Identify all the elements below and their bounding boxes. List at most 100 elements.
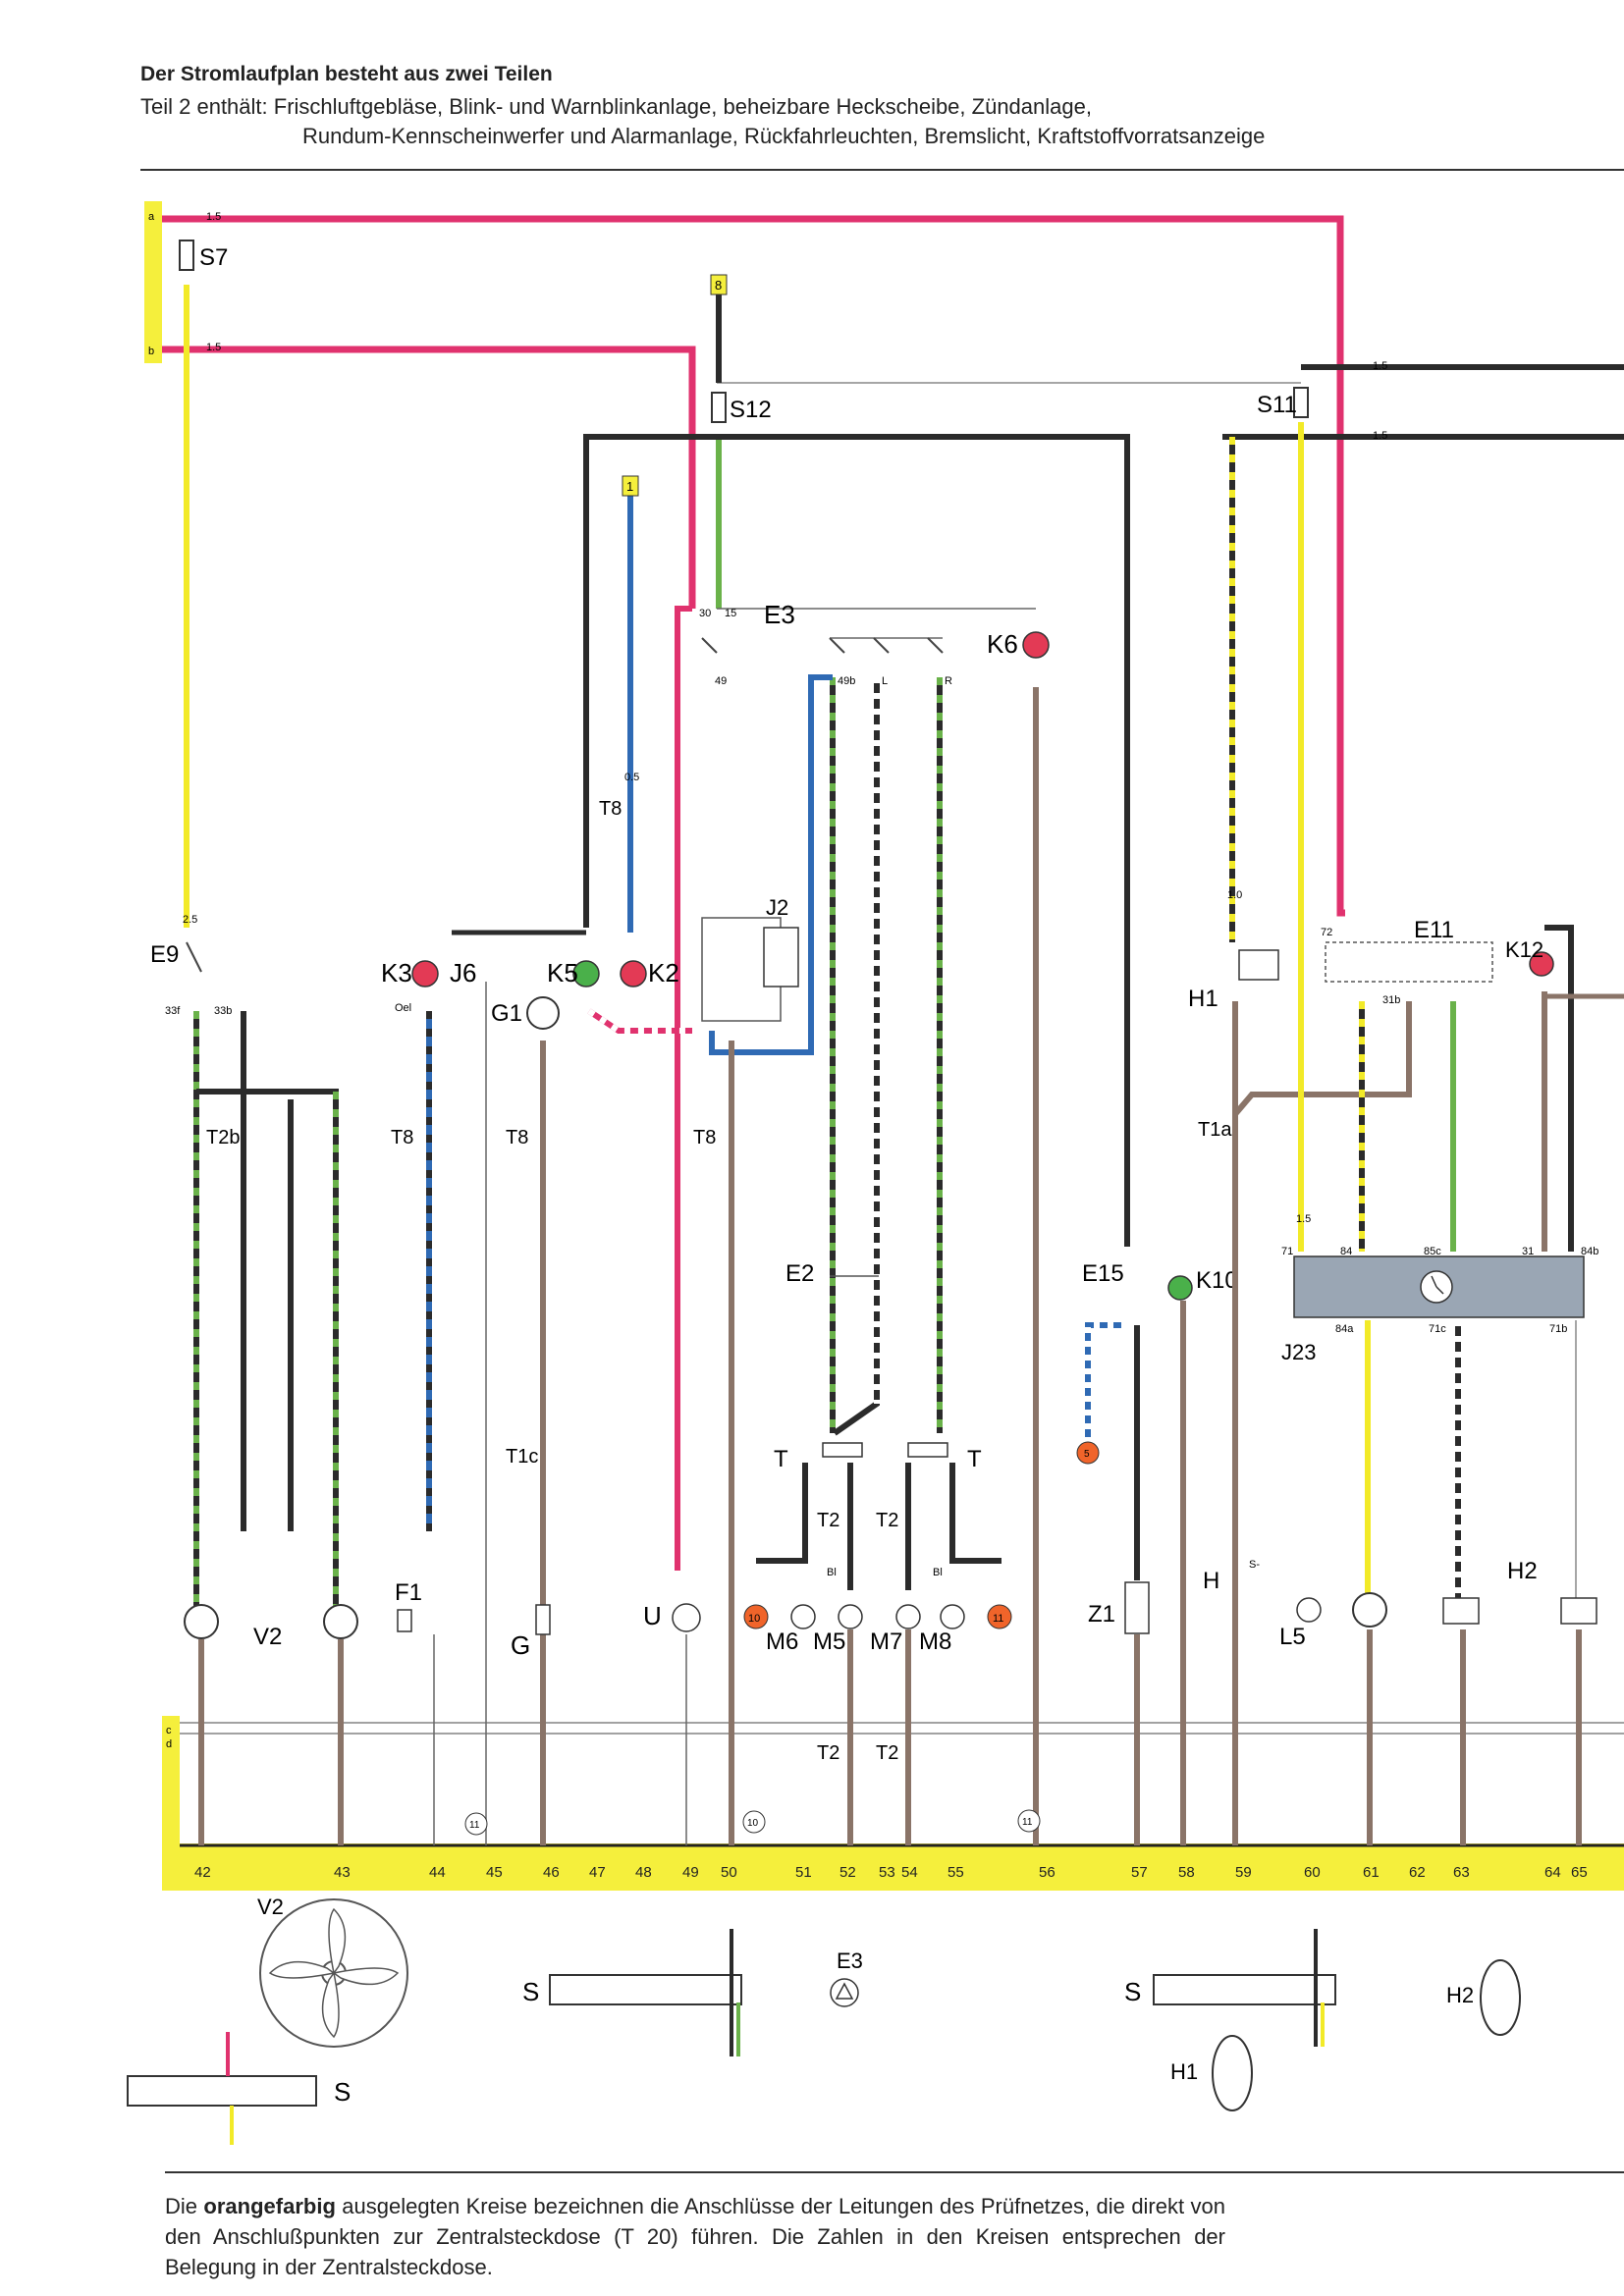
horn-h2-illustration <box>1480 1959 1521 2036</box>
header: Der Stromlaufplan besteht aus zwei Teile… <box>140 63 1515 151</box>
gnd-50: 50 <box>721 1864 737 1881</box>
j23-label: J23 <box>1281 1340 1316 1364</box>
s7-label: S7 <box>199 244 228 271</box>
gnd-52: 52 <box>839 1864 856 1881</box>
gnd-45: 45 <box>486 1864 503 1881</box>
black-wire-84b <box>1544 925 1574 1252</box>
lamp-m8 <box>940 1604 965 1629</box>
header-line-1: Teil 2 enthält: Frischluftgebläse, Blink… <box>140 94 1092 119</box>
black-green-wire-l <box>833 677 880 1436</box>
ground-numbers: 42 43 44 45 46 47 48 49 50 51 52 53 54 5… <box>194 1864 1588 1881</box>
test-point-11-label: 11 <box>993 1613 1003 1625</box>
fuse-s11 <box>1293 387 1309 418</box>
term-49b: 49b <box>838 675 855 687</box>
e3-switch-4 <box>927 637 944 654</box>
t2-label-a: T2 <box>817 1510 839 1531</box>
black-green-wire-v2-right <box>196 1089 339 1629</box>
j23-clock-hand-1 <box>1431 1275 1437 1288</box>
gnd-46: 46 <box>543 1864 560 1881</box>
wire-size-a: 1.5 <box>206 211 221 223</box>
e11-label: E11 <box>1414 917 1454 943</box>
wire-size-g: 1.0 <box>1227 889 1242 901</box>
red-wire-b <box>162 346 696 609</box>
blue-white-wire-e15 <box>1085 1322 1127 1453</box>
term-31: 31 <box>1522 1246 1534 1257</box>
l5-lamp <box>1296 1597 1322 1623</box>
s11-label: S11 <box>1257 392 1297 418</box>
term-71: 71 <box>1281 1246 1293 1257</box>
t1c-label: T1c <box>506 1446 538 1468</box>
term-33f: 33f <box>165 1005 181 1017</box>
g-label: G <box>511 1630 530 1660</box>
connector-strip-cd <box>162 1716 180 1843</box>
motor-v2-left <box>184 1604 219 1639</box>
red-white-wire-k5-stripe <box>587 1008 692 1034</box>
gnd-58: 58 <box>1178 1864 1195 1881</box>
bus-c-label: c <box>166 1725 172 1736</box>
wire-size-c: 1.5 <box>1373 360 1387 372</box>
term-31b: 31b <box>1382 994 1400 1006</box>
illus-v2-label: V2 <box>257 1895 284 1919</box>
h2-horn-left <box>1442 1597 1480 1625</box>
test-point-10-label: 10 <box>748 1613 760 1625</box>
k12-label: K12 <box>1505 937 1543 962</box>
term-72: 72 <box>1321 927 1332 938</box>
h1-horn-relay <box>1238 949 1279 981</box>
bus-d-label: d <box>166 1738 172 1750</box>
fan-blade-3 <box>321 1971 340 2039</box>
footer-bold: orangefarbig <box>203 2194 336 2218</box>
wire-size-e: 2.5 <box>183 914 197 926</box>
test-point-10 <box>743 1604 769 1629</box>
g1-gauge <box>526 996 560 1030</box>
warning-triangle-icon <box>835 1982 854 2000</box>
e3-switch-1 <box>701 637 718 654</box>
gnd-63: 63 <box>1453 1864 1470 1881</box>
box-8 <box>710 274 728 295</box>
term-l: L <box>882 675 888 687</box>
illus-h1-label: H1 <box>1170 2059 1198 2084</box>
red-wire-a <box>162 215 1345 917</box>
lamp-m5 <box>838 1604 863 1629</box>
j23-clock-hand-2 <box>1435 1286 1444 1295</box>
gnd-48: 48 <box>635 1864 652 1881</box>
box-8-label: 8 <box>715 278 722 293</box>
g-sender <box>535 1604 551 1635</box>
fuse-box-illustration-3 <box>127 2075 317 2107</box>
horn-h1-illustration <box>1212 2035 1253 2111</box>
gnd-49: 49 <box>682 1864 699 1881</box>
gnd-62: 62 <box>1409 1864 1426 1881</box>
e9-label: E9 <box>150 941 179 968</box>
test-point-5 <box>1076 1441 1100 1465</box>
motor-v2-right <box>323 1604 358 1639</box>
connector-strip-ab <box>144 201 162 363</box>
h2-horn-right <box>1560 1597 1597 1625</box>
test-point-5-label: 5 <box>1084 1449 1090 1460</box>
k5-lamp <box>572 960 600 988</box>
term-84a: 84a <box>1335 1323 1354 1335</box>
term-30: 30 <box>699 608 711 619</box>
ground-bus <box>162 1843 1624 1891</box>
footer-rest: ausgelegten Kreise bezeichnen die Anschl… <box>165 2194 1225 2279</box>
header-line-2: Rundum-Kennscheinwerfer und Alarmanlage,… <box>302 124 1266 148</box>
fuse-box-illustration-2 <box>1153 1974 1336 2005</box>
l5-label: L5 <box>1279 1624 1306 1650</box>
term-bl-left: Bl <box>827 1567 837 1578</box>
gnd-56: 56 <box>1039 1864 1056 1881</box>
wire-size-h: 1.5 <box>1296 1213 1311 1225</box>
footer-rule <box>165 2171 1624 2173</box>
k12-lamp <box>1529 951 1554 977</box>
k6-lamp <box>1022 631 1050 659</box>
e3-switch-3 <box>873 637 890 654</box>
t2-label-c: T2 <box>817 1742 839 1764</box>
t8-label-c: T8 <box>506 1127 528 1148</box>
f1-switch <box>397 1609 412 1632</box>
gnd-64: 64 <box>1544 1864 1561 1881</box>
term-oel: Oel <box>395 1002 411 1014</box>
black-wire-k5-e15 <box>583 434 1130 1247</box>
term-r: R <box>945 675 952 687</box>
gnd-47: 47 <box>589 1864 606 1881</box>
t-label-left: T <box>774 1446 788 1472</box>
e3-switch-illustration <box>830 1978 859 2007</box>
motor-l5 <box>1352 1592 1387 1628</box>
